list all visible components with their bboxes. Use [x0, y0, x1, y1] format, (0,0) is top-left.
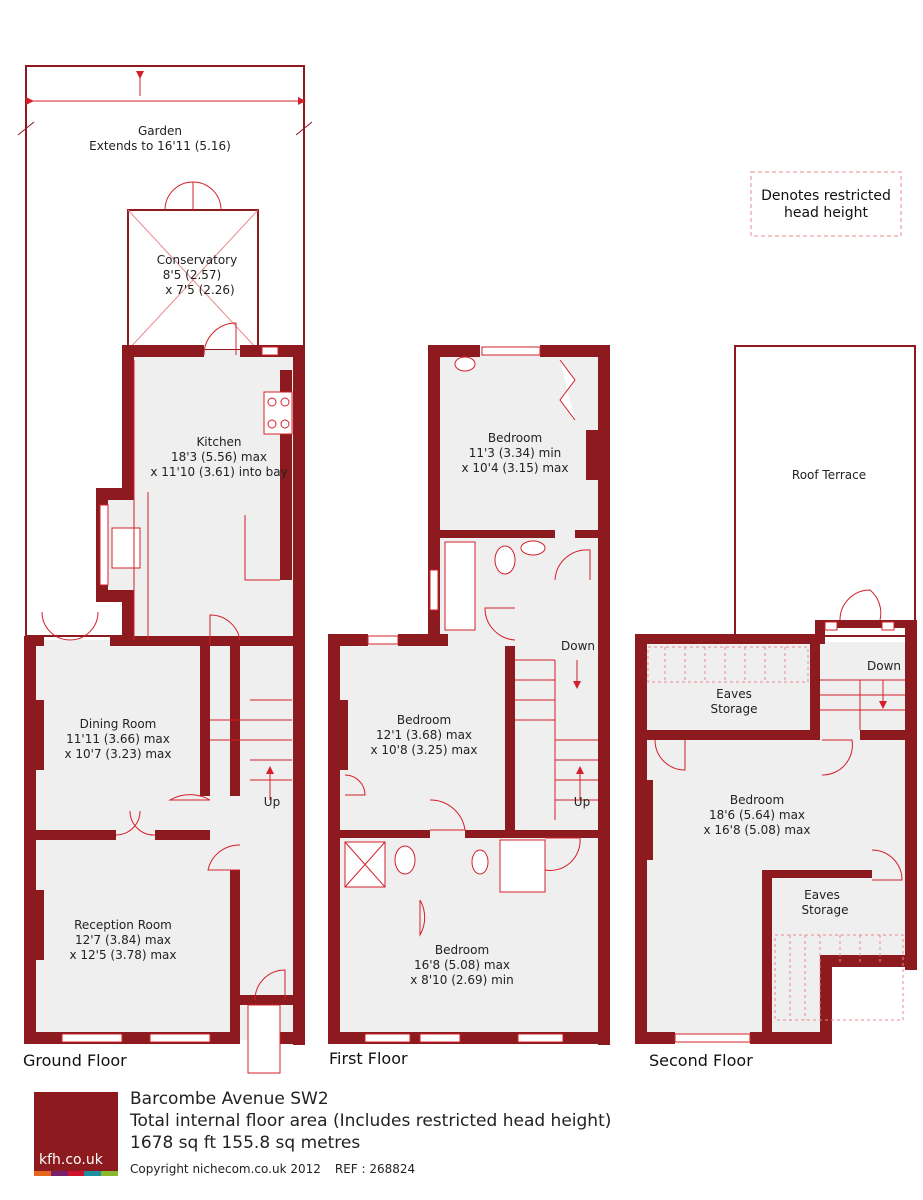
property-address: Barcombe Avenue SW2 [130, 1089, 329, 1109]
stripe-green [101, 1171, 118, 1176]
conservatory-size-1: 8'5 (2.57) [163, 268, 221, 282]
logo-stripes [34, 1171, 118, 1176]
stripe-teal [84, 1171, 102, 1176]
stripe-orange [34, 1171, 51, 1176]
conservatory-label: Conservatory [157, 253, 237, 267]
ground-floor-area [30, 350, 300, 1040]
garden-label: Garden [138, 124, 182, 138]
dining-room-label: Dining Room [80, 717, 157, 731]
bedroom-front-label: Bedroom [435, 943, 489, 957]
bedroom-mid-label: Bedroom [397, 713, 451, 727]
dining-room-size-1: 11'11 (3.66) max [66, 732, 170, 746]
bedroom-front-size-2: x 8'10 (2.69) min [410, 973, 513, 987]
kfh-logo: kfh.co.uk [34, 1092, 118, 1176]
stripe-red [67, 1171, 85, 1176]
stairs-down-label: Down [561, 639, 595, 653]
area-note: Total internal floor area (Includes rest… [130, 1111, 612, 1131]
ground-floor-label: Ground Floor [23, 1051, 127, 1070]
first-floor-label: First Floor [329, 1049, 408, 1068]
bedroom-back-size-1: 11'3 (3.34) min [469, 446, 562, 460]
bedroom-front-size-1: 16'8 (5.08) max [414, 958, 510, 972]
bedroom-sf-size-2: x 16'8 (5.08) max [704, 823, 811, 837]
total-area: 1678 sq ft 155.8 sq metres [130, 1133, 361, 1153]
kitchen-size-1: 18'3 (5.56) max [171, 450, 267, 464]
stairs-up-label-ff: Up [574, 795, 590, 809]
property-info: Barcombe Avenue SW2 Total internal floor… [130, 1088, 611, 1180]
reception-room-label: Reception Room [74, 918, 172, 932]
roof-terrace-label: Roof Terrace [792, 468, 866, 482]
legend-box [750, 171, 902, 237]
first-floor-plan [328, 345, 610, 1045]
bedroom-sf-size-1: 18'6 (5.64) max [709, 808, 805, 822]
reception-room-size-2: x 12'5 (3.78) max [70, 948, 177, 962]
stairs-up-label: Up [264, 795, 280, 809]
roof-terrace-outline [734, 345, 916, 637]
logo-text: kfh.co.uk [39, 1152, 103, 1168]
kitchen-size-2: x 11'10 (3.61) into bay [150, 465, 287, 479]
eaves-storage-1-label: Eaves [716, 687, 752, 701]
room-labels: Garden Extends to 16'11 (5.16) Conservat… [65, 124, 902, 987]
legend-line-1: Denotes restricted [761, 188, 891, 204]
garden-size: Extends to 16'11 (5.16) [89, 139, 231, 153]
second-floor-area [645, 642, 910, 1040]
copyright: Copyright nichecom.co.uk 2012 [130, 1162, 321, 1176]
floor-plan: Denotes restricted head height Garden Ex… [17, 65, 917, 1074]
eaves-storage-2-label: Eaves [804, 888, 840, 902]
second-floor-plan [635, 345, 917, 1044]
reception-room-size-1: 12'7 (3.84) max [75, 933, 171, 947]
eaves-storage-1-label-2: Storage [711, 702, 758, 716]
stripe-purple [50, 1171, 68, 1176]
bedroom-mid-size-1: 12'1 (3.68) max [376, 728, 472, 742]
bedroom-mid-size-2: x 10'8 (3.25) max [371, 743, 478, 757]
copyright-line: Copyright nichecom.co.uk 2012 REF : 26882… [130, 1158, 611, 1180]
kitchen-label: Kitchen [196, 435, 241, 449]
stairs-down-label-sf: Down [867, 659, 901, 673]
bedroom-sf-label: Bedroom [730, 793, 784, 807]
bedroom-back-size-2: x 10'4 (3.15) max [462, 461, 569, 475]
reference: REF : 268824 [334, 1162, 416, 1176]
legend-line-2: head height [784, 205, 869, 221]
conservatory-size-2: x 7'5 (2.26) [165, 283, 234, 297]
ground-floor-plan [17, 65, 313, 1074]
second-floor-label: Second Floor [649, 1051, 753, 1070]
bedroom-back-label: Bedroom [488, 431, 542, 445]
dining-room-size-2: x 10'7 (3.23) max [65, 747, 172, 761]
eaves-storage-2-label-2: Storage [802, 903, 849, 917]
